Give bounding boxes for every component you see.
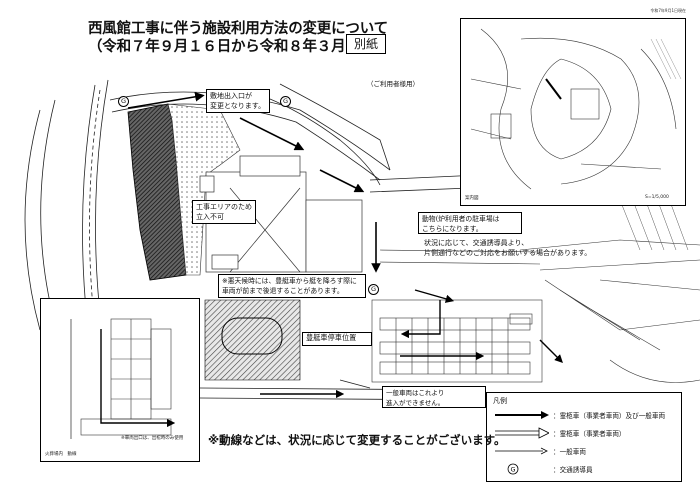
overview-title: 案内図 (465, 196, 479, 201)
road-arrow (239, 117, 305, 151)
overview-scale: S=1/5,000 (645, 195, 669, 200)
legend: 凡例 ：霊柩車（事業者車両）及び一般車両 ：霊柩車（事業者車両） ：一般車両 G… (486, 392, 682, 482)
date-stamp: 令和7年9月1日現在 (650, 8, 686, 13)
entrance-change-callout: 敷地出入口が 変更となります。 (206, 89, 270, 113)
flow-inset-title: 火葬場内 動線 (45, 452, 77, 457)
parking-flow-arrow (539, 339, 563, 363)
svg-text:G: G (510, 466, 515, 474)
parking-here-callout: 動物(炉利用者の駐車場は こちらになります。 (418, 212, 522, 234)
general-vehicle-callout: 一般車両はこれより 進入ができません。 (382, 386, 486, 408)
construction-area-callout: 工事エリアのため 立入不可 (192, 200, 256, 224)
crematorium-floor-plan (70, 318, 176, 439)
crematorium-flow-inset: 火葬場内 動線 ※車両出口は、出棺時のみ使用 (40, 298, 200, 462)
guide-circle-icon: G (507, 463, 519, 475)
legend-item: ：一般車両 (493, 445, 677, 457)
road-arrow (319, 169, 365, 193)
flow-inset-note: ※車両出口は、出棺時のみ使用 (121, 436, 184, 441)
attachment-label: 別紙 (346, 34, 386, 54)
rain-note-callout: ※悪天候時には、豊艇車から艇を降ろす際に 車両が前まで後退することがあります。 (218, 274, 366, 298)
thin-arrow-icon (495, 447, 548, 455)
oval-track (221, 317, 283, 355)
guide-marker: G (118, 96, 129, 107)
title-line-1: 西風館工事に伴う施設利用方法の変更について (88, 21, 388, 37)
guide-note: 状況に応じて、交通誘導員より、 片側通行などのご対応をお願いする場合があります。 (424, 239, 592, 257)
parking-lot (371, 299, 543, 383)
stop-position-callout: 豊艇車停車位置 (302, 332, 372, 346)
hatched-plaza (204, 299, 301, 381)
legend-title: 凡例 (493, 397, 507, 405)
double-outline-arrow-icon (495, 427, 549, 439)
legend-item: G ：交通誘導員 (493, 463, 677, 475)
parking-flow-arrow (414, 289, 455, 303)
legend-item: ：霊柩車（事業者車両） (493, 427, 677, 439)
footnote: ※動線などは、状況に応じて変更することがございます。 (208, 433, 506, 447)
road-arrow (127, 92, 205, 109)
user-note: （ご利用者様用） (367, 80, 419, 88)
guide-marker: G (368, 284, 379, 295)
solid-arrow-icon (495, 411, 549, 419)
overview-inset: 案内図 S=1/5,000 (460, 18, 686, 206)
page-title: 西風館工事に伴う施設利用方法の変更について （令和７年９月１６日から令和８年３月… (88, 20, 388, 56)
guide-marker: G (280, 96, 291, 107)
overview-map (470, 28, 682, 190)
parking-flow-arrow (400, 300, 441, 339)
legend-item: ：霊柩車（事業者車両）及び一般車両 (493, 409, 677, 421)
title-line-2: （令和７年９月１６日から令和８年３月頃） (88, 39, 374, 55)
